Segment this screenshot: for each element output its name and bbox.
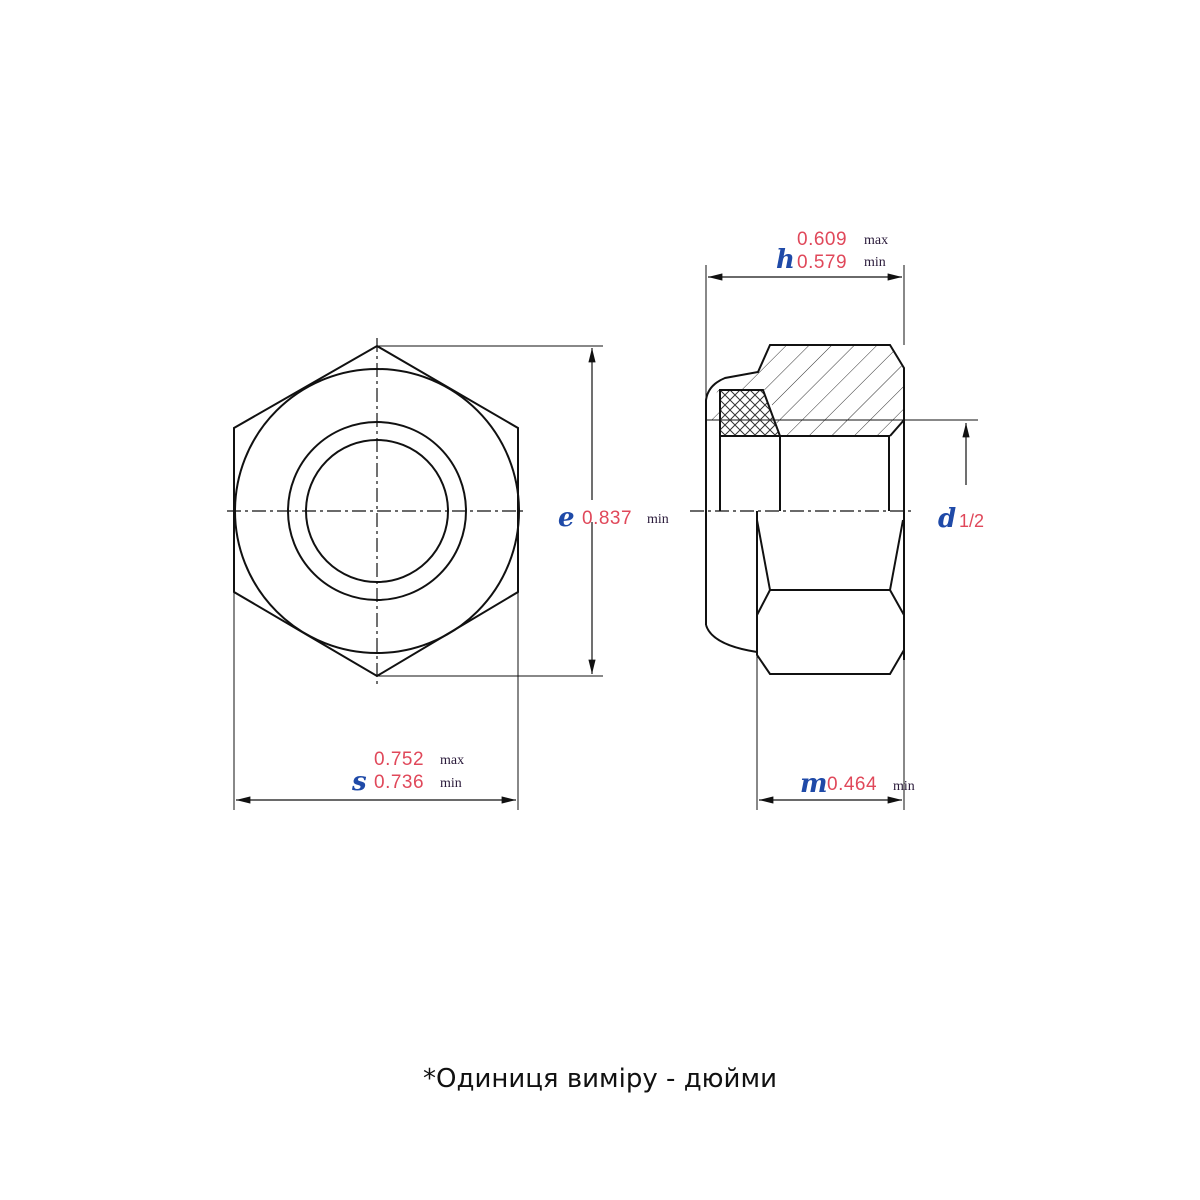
- side-view: [690, 265, 978, 810]
- s-max-label: max: [440, 753, 465, 768]
- s-min-value: 0.736: [374, 772, 425, 793]
- m-min-label: min: [893, 779, 915, 794]
- h-min-value: 0.579: [797, 252, 848, 273]
- m-symbol: m: [800, 769, 828, 799]
- h-min-label: min: [864, 255, 886, 270]
- front-view: [227, 338, 603, 810]
- h-symbol: h: [776, 245, 795, 275]
- h-max-value: 0.609: [797, 229, 848, 250]
- e-min-label: min: [647, 512, 669, 527]
- units-footnote: *Одиниця виміру - дюйми: [423, 1064, 777, 1094]
- hex-outline: [233, 344, 519, 678]
- s-min-label: min: [440, 776, 462, 791]
- s-max-value: 0.752: [374, 749, 425, 770]
- e-symbol: e: [558, 503, 575, 533]
- h-max-label: max: [864, 233, 889, 248]
- metal-section: [708, 345, 904, 436]
- m-min-value: 0.464: [827, 774, 878, 795]
- d-symbol: d: [938, 504, 957, 534]
- d-value: 1/2: [959, 511, 985, 531]
- s-symbol: s: [352, 767, 367, 797]
- e-min-value: 0.837: [582, 508, 633, 529]
